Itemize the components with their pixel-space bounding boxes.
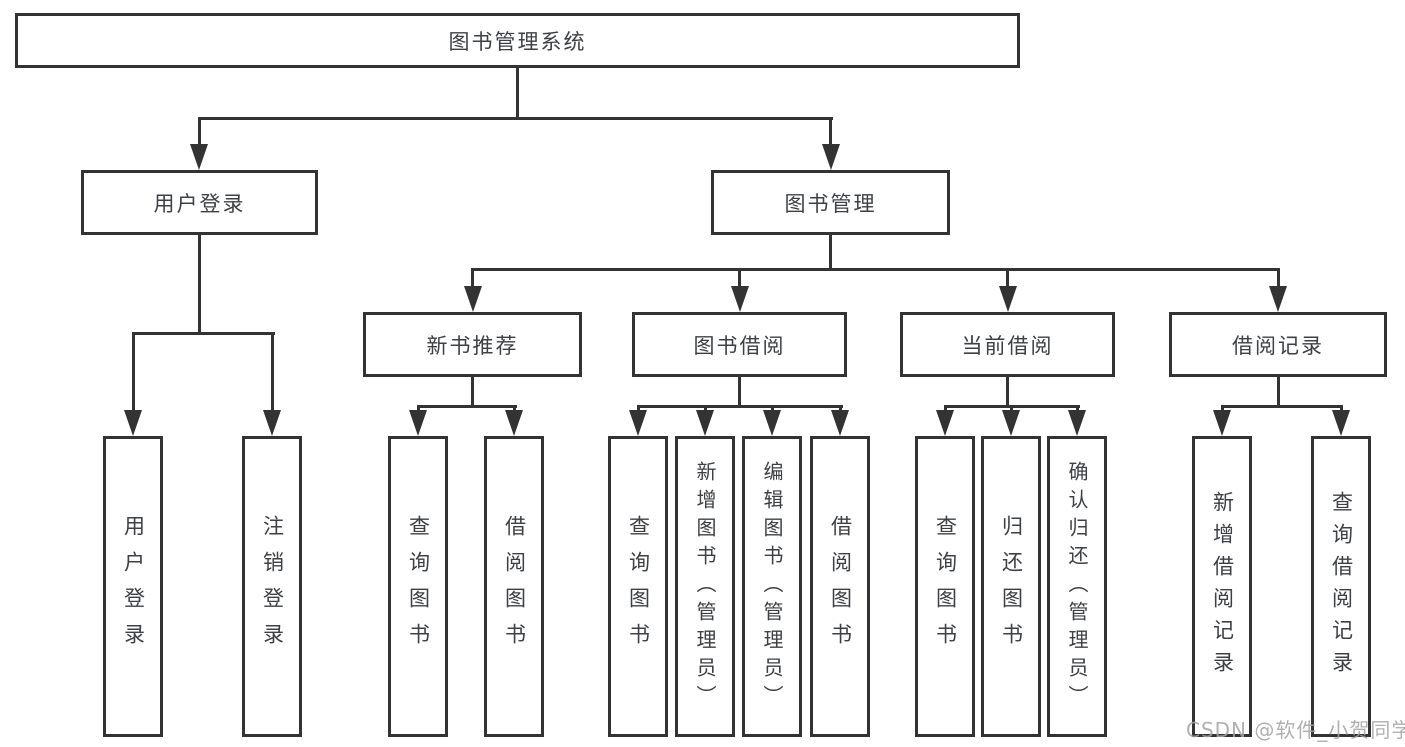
node-label: 编辑图书（管理员）	[760, 460, 784, 713]
arrowhead-down-icon	[463, 286, 482, 312]
node-book-borrowing: 图书借阅	[632, 312, 847, 377]
connector-line	[1006, 377, 1009, 408]
node-label: 查询图书	[933, 514, 958, 659]
connector-line	[738, 377, 741, 408]
arrowhead-down-icon	[263, 410, 281, 436]
connector-line	[1276, 377, 1280, 408]
connector-line	[829, 235, 832, 271]
node-label: 图书管理	[784, 191, 877, 216]
node-label: 当前借阅	[961, 333, 1054, 358]
connector-line	[471, 268, 474, 289]
connector-line	[270, 332, 274, 412]
connector-line	[1220, 405, 1343, 408]
node-label: 归还图书	[999, 514, 1024, 659]
connector-line	[636, 405, 843, 408]
node-label: 用户登录	[153, 191, 246, 216]
connector-line	[197, 117, 833, 120]
leaf-return-books: 归还图书	[981, 436, 1041, 737]
leaf-add-books-admin: 新增图书（管理员）	[675, 436, 735, 737]
node-label: 查询图书	[626, 514, 651, 659]
arrowhead-down-icon	[730, 286, 749, 312]
leaf-query-borrow-record: 查询借阅记录	[1311, 436, 1371, 737]
node-label: 确认归还（管理员）	[1065, 460, 1089, 713]
leaf-logout: 注销登录	[242, 436, 302, 737]
leaf-query-books-current: 查询图书	[915, 436, 975, 737]
node-borrowing-records: 借阅记录	[1169, 312, 1387, 377]
leaf-user-login: 用户登录	[103, 436, 163, 737]
node-label: 借阅图书	[502, 514, 527, 659]
connector-line	[516, 68, 519, 119]
connector-line	[131, 332, 135, 412]
connector-line	[131, 332, 275, 335]
leaf-add-borrow-record: 新增借阅记录	[1192, 436, 1252, 737]
arrowhead-down-icon	[696, 410, 714, 436]
arrowhead-down-icon	[1269, 286, 1287, 312]
leaf-edit-books-admin: 编辑图书（管理员）	[742, 436, 802, 737]
connector-line	[416, 405, 517, 408]
connector-line	[1006, 268, 1009, 289]
arrowhead-down-icon	[821, 144, 840, 170]
leaf-borrow-books: 借阅图书	[810, 436, 870, 737]
connector-line	[197, 235, 201, 335]
node-user-login: 用户登录	[81, 170, 318, 235]
node-label: 新增图书（管理员）	[693, 460, 717, 713]
connector-line	[738, 268, 741, 289]
leaf-borrow-books-recommend: 借阅图书	[484, 436, 544, 737]
node-label: 图书借阅	[693, 333, 786, 358]
leaf-confirm-return-admin: 确认归还（管理员）	[1047, 436, 1107, 737]
arrowhead-down-icon	[629, 410, 647, 436]
arrowhead-down-icon	[831, 410, 849, 436]
node-label: 查询借阅记录	[1329, 490, 1354, 683]
arrowhead-down-icon	[763, 410, 781, 436]
node-book-management: 图书管理	[711, 170, 950, 235]
node-label: 查询图书	[406, 514, 431, 659]
node-label: 注销登录	[260, 514, 285, 659]
leaf-query-books-borrow: 查询图书	[608, 436, 668, 737]
arrowhead-down-icon	[409, 410, 427, 436]
connector-line	[197, 117, 201, 147]
connector-line	[829, 117, 832, 147]
node-label: 用户登录	[121, 514, 146, 659]
node-label: 新书推荐	[426, 333, 519, 358]
arrowhead-down-icon	[1213, 410, 1231, 436]
node-label: 图书管理系统	[448, 29, 587, 54]
node-current-borrowing: 当前借阅	[900, 312, 1115, 377]
connector-line	[471, 268, 1280, 271]
leaf-query-books-recommend: 查询图书	[388, 436, 448, 737]
arrowhead-down-icon	[1002, 410, 1020, 436]
node-root: 图书管理系统	[15, 13, 1020, 68]
arrowhead-down-icon	[505, 410, 523, 436]
arrowhead-down-icon	[124, 410, 142, 436]
node-label: 新增借阅记录	[1210, 490, 1235, 683]
node-label: 借阅记录	[1232, 333, 1324, 358]
csdn-watermark: CSDN @软件_小贺同学	[1186, 718, 1405, 742]
connector-line	[1276, 268, 1280, 289]
arrowhead-down-icon	[1068, 410, 1086, 436]
arrowhead-down-icon	[936, 410, 954, 436]
arrowhead-down-icon	[998, 286, 1017, 312]
node-label: 借阅图书	[828, 514, 853, 659]
arrowhead-down-icon	[190, 144, 208, 170]
arrowhead-down-icon	[1332, 410, 1350, 436]
connector-line	[471, 377, 474, 408]
node-new-book-recommendation: 新书推荐	[363, 312, 582, 377]
